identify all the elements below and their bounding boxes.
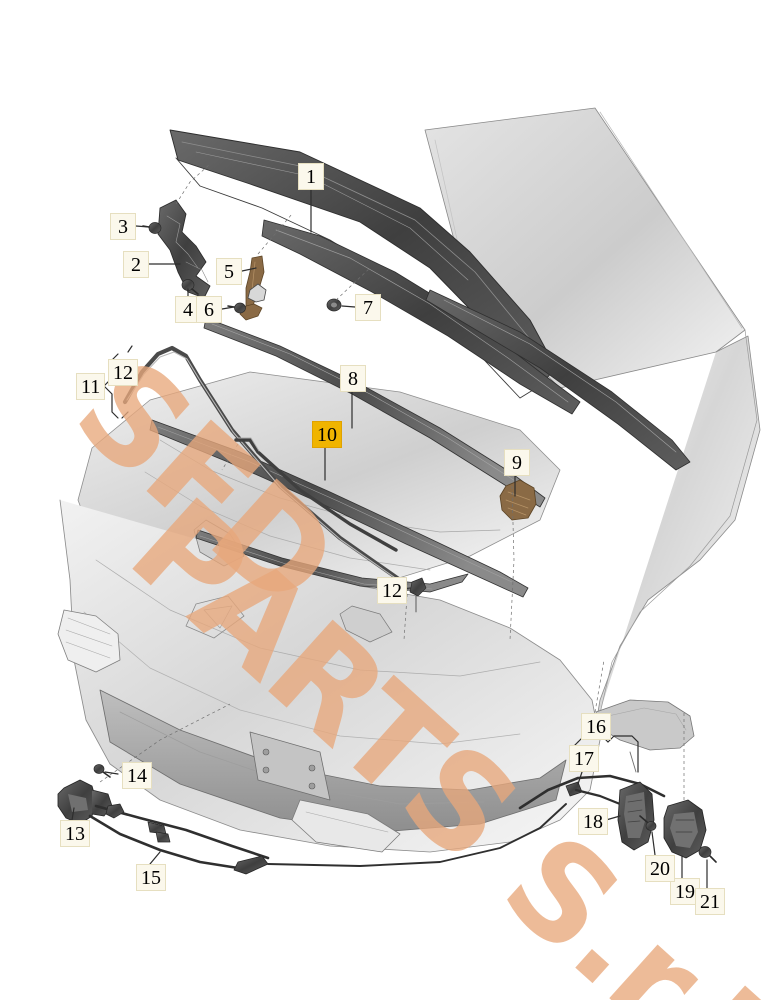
callout-12[interactable]: 12 bbox=[108, 359, 138, 386]
callout-2[interactable]: 2 bbox=[123, 251, 149, 278]
callout-11[interactable]: 11 bbox=[76, 373, 106, 400]
callout-17[interactable]: 17 bbox=[569, 745, 599, 772]
callout-10[interactable]: 10 bbox=[312, 421, 342, 448]
callout-14[interactable]: 14 bbox=[122, 762, 152, 789]
callout-9[interactable]: 9 bbox=[504, 449, 530, 476]
callout-5[interactable]: 5 bbox=[216, 258, 242, 285]
callout-15[interactable]: 15 bbox=[136, 864, 166, 891]
callout-3[interactable]: 3 bbox=[110, 213, 136, 240]
callout-12b[interactable]: 12 bbox=[377, 577, 407, 604]
callout-8[interactable]: 8 bbox=[340, 365, 366, 392]
callout-1[interactable]: 1 bbox=[298, 163, 324, 190]
callout-13[interactable]: 13 bbox=[60, 820, 90, 847]
callout-21[interactable]: 21 bbox=[695, 888, 725, 915]
callout-6[interactable]: 6 bbox=[196, 296, 222, 323]
callout-20[interactable]: 20 bbox=[645, 855, 675, 882]
callout-7[interactable]: 7 bbox=[355, 294, 381, 321]
callout-16[interactable]: 16 bbox=[581, 713, 611, 740]
callout-18[interactable]: 18 bbox=[578, 808, 608, 835]
